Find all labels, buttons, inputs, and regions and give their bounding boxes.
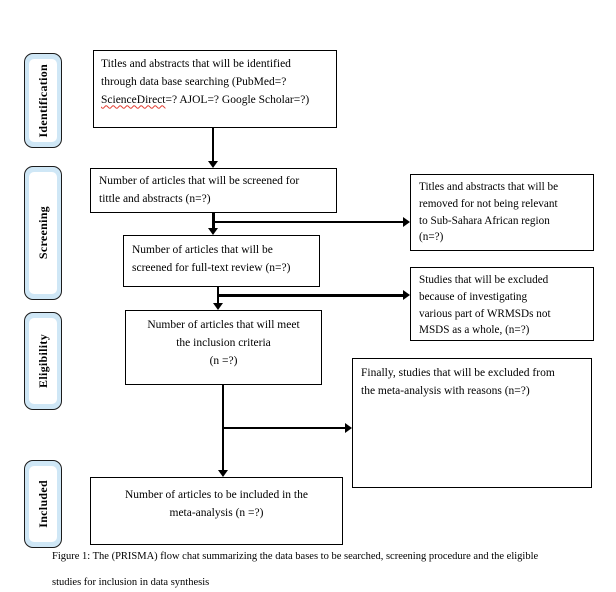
flow-box-identified-records: Titles and abstracts that will be identi… xyxy=(93,50,337,128)
connector-screened-to-fulltext xyxy=(212,212,215,229)
stage-label-text: Identification xyxy=(35,63,50,138)
flow-box-fulltext-review: Number of articles that will be screened… xyxy=(123,235,320,287)
connector-identified-to-screened xyxy=(212,127,214,162)
stage-label-inner: Eligibility xyxy=(29,318,57,404)
stage-label-eligibility: Eligibility xyxy=(24,312,62,410)
arrowhead-down-icon xyxy=(208,161,218,168)
figure-caption-line2: studies for inclusion in data synthesis xyxy=(52,577,210,588)
stage-label-text: Screening xyxy=(35,206,50,260)
stage-label-text: Eligibility xyxy=(35,334,50,388)
exclusion-box-not-relevant: Titles and abstracts that will be remove… xyxy=(410,174,594,251)
stage-label-inner: Included xyxy=(29,466,57,542)
flow-box-included-meta-analysis: Number of articles to be included in the… xyxy=(90,477,343,545)
connector-to-wrmsds-exclusion xyxy=(218,294,404,297)
stage-label-identification: Identification xyxy=(24,53,62,148)
arrowhead-right-icon xyxy=(403,290,410,300)
figure-caption: Figure 1: The (PRISMA) flow chat summari… xyxy=(52,549,600,590)
connector-to-final-exclusion xyxy=(223,427,346,429)
figure-caption-line1: Figure 1: The (PRISMA) flow chat summari… xyxy=(52,551,539,562)
stage-label-included: Included xyxy=(24,460,62,548)
flow-box-inclusion-criteria: Number of articles that will meet the in… xyxy=(125,310,322,385)
arrowhead-down-icon xyxy=(218,470,228,477)
exclusion-box-wrmsds: Studies that will be excluded because of… xyxy=(410,267,594,341)
stage-label-inner: Screening xyxy=(29,172,57,294)
arrowhead-down-icon xyxy=(213,303,223,310)
arrowhead-right-icon xyxy=(403,217,410,227)
identified-text-pre: Titles and abstracts that will be identi… xyxy=(101,58,291,88)
identified-text-post: =? AJOL=? Google Scholar=?) xyxy=(165,93,310,106)
identified-text-misspelled: ScienceDirect xyxy=(101,93,166,106)
stage-label-text: Included xyxy=(35,480,50,528)
flow-box-screened-title-abstract: Number of articles that will be screened… xyxy=(90,168,337,213)
stage-label-inner: Identification xyxy=(29,59,57,142)
arrowhead-down-icon xyxy=(208,228,218,235)
stage-label-screening: Screening xyxy=(24,166,62,300)
exclusion-box-final-reasons: Finally, studies that will be excluded f… xyxy=(352,358,592,488)
connector-to-not-relevant-exclusion xyxy=(213,221,404,223)
arrowhead-right-icon xyxy=(345,423,352,433)
